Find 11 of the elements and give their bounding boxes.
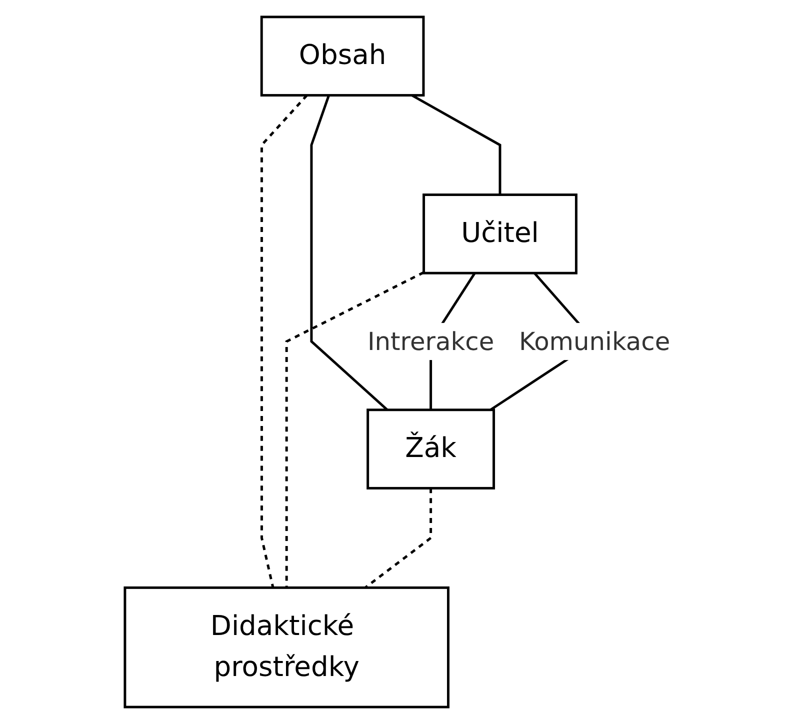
connector [364, 488, 432, 589]
edge-label: Komunikace [518, 326, 670, 356]
node-box: Didaktické prostředky [124, 586, 450, 708]
connector [260, 94, 308, 588]
connector [285, 271, 424, 588]
node-box: Obsah [260, 16, 425, 97]
node-box: Žák [366, 408, 495, 490]
connector [411, 94, 502, 195]
connector [310, 94, 388, 411]
edge-label: Intrerakce [367, 326, 494, 356]
node-box: Učitel [422, 194, 578, 274]
